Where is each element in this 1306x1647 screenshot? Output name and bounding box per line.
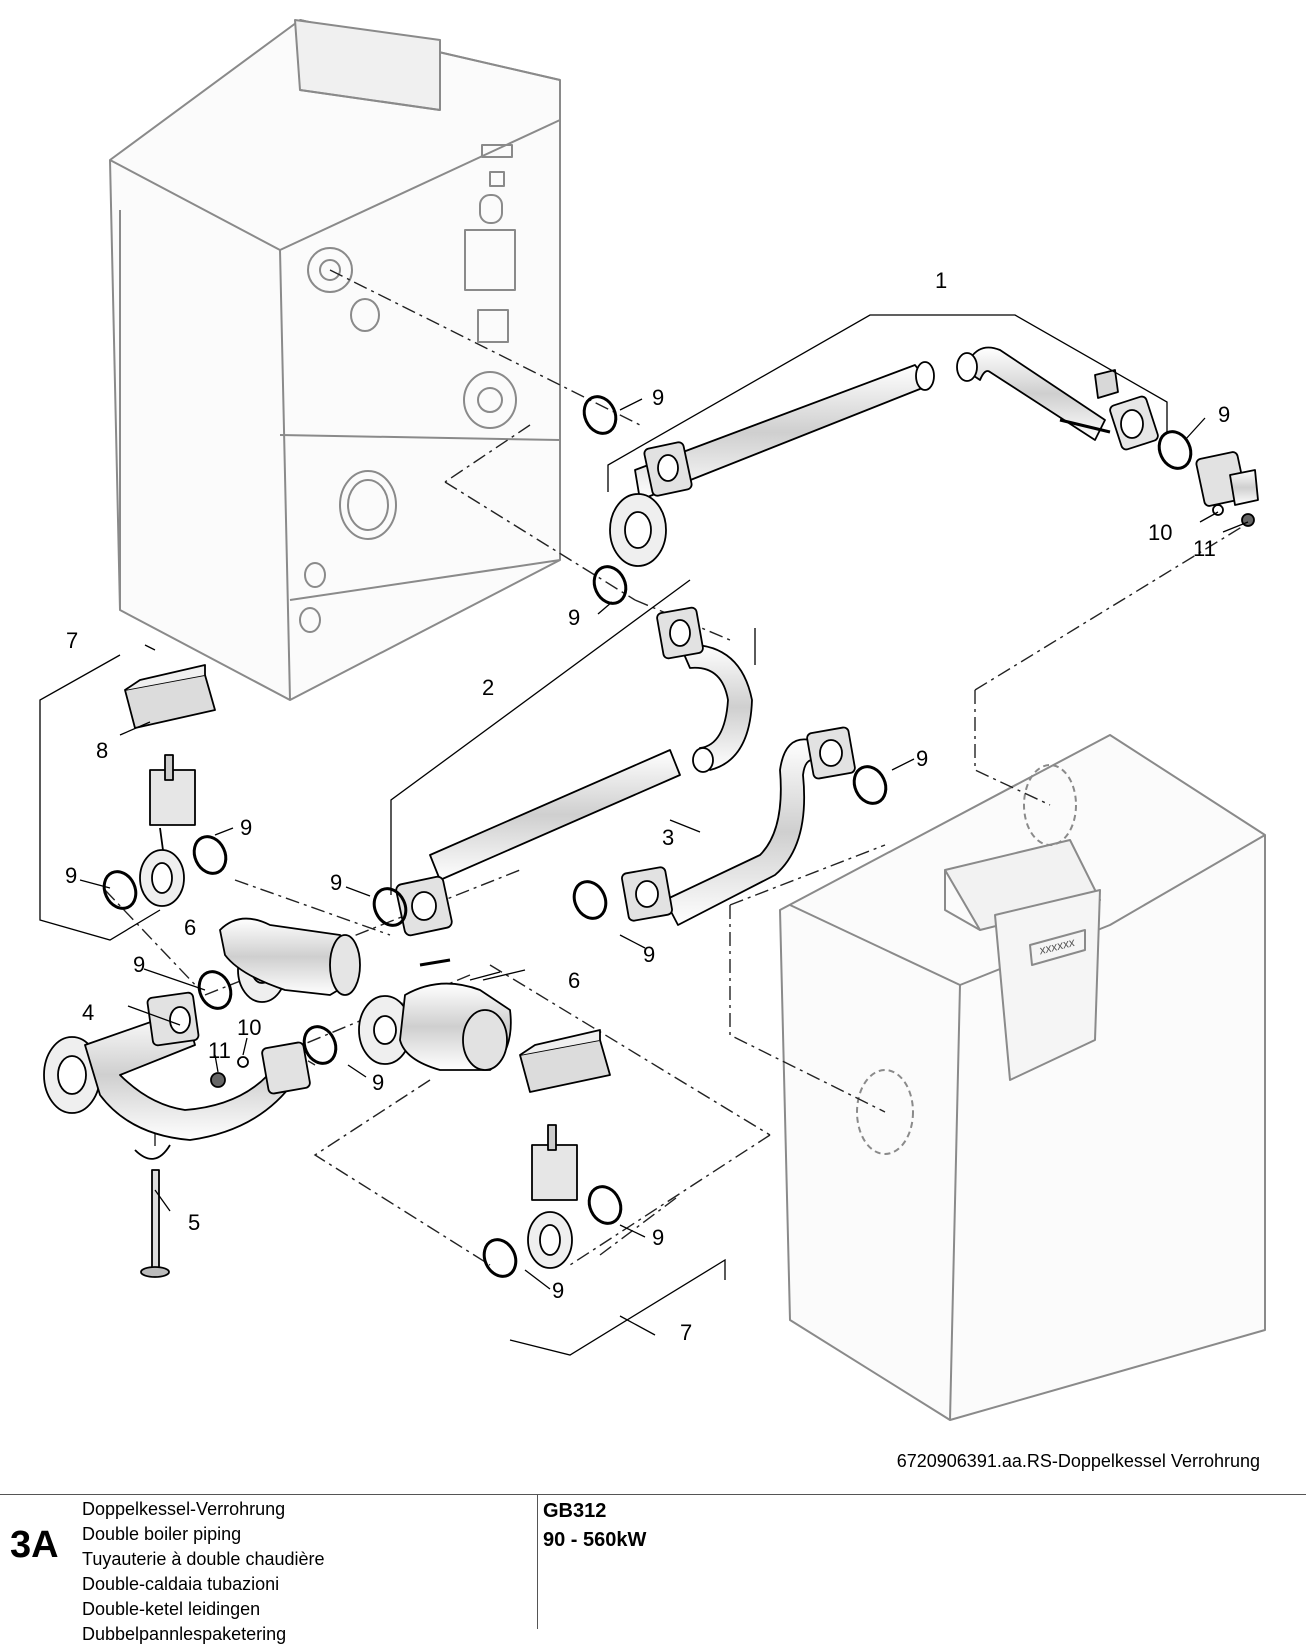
title-sv: Dubbelpannlespaketering (82, 1624, 287, 1644)
pipe-set-1 (609, 346, 1259, 567)
pipe-4-and-stand-5 (43, 991, 311, 1278)
callout-9-6: 9 (65, 863, 77, 888)
right-boiler: xxxxxx (779, 734, 1266, 1421)
gasket-ring-10 (587, 1185, 623, 1225)
gasket-ring-7 (572, 880, 608, 920)
callout-11-left: 11 (208, 1038, 231, 1063)
callout-9-9: 9 (133, 952, 145, 977)
callout-9-8: 9 (643, 942, 655, 967)
callout-3: 3 (662, 825, 674, 850)
callout-4: 4 (82, 1000, 94, 1025)
title-it: Double-caldaia tubazioni (82, 1574, 280, 1594)
sheet-number: 3A (10, 1524, 59, 1566)
gasket-ring-2 (592, 565, 628, 605)
callout-8: 8 (96, 738, 108, 763)
callout-6-lower: 6 (568, 968, 580, 993)
left-boiler (109, 19, 561, 701)
callout-9-11: 9 (652, 1225, 664, 1250)
callout-9-1: 9 (652, 385, 664, 410)
pipe-set-3 (621, 726, 856, 926)
gasket-ring-9 (302, 1025, 338, 1065)
callout-2: 2 (482, 675, 494, 700)
callout-7-left: 7 (66, 628, 78, 653)
callout-9-3: 9 (568, 605, 580, 630)
callout-11-right: 11 (1193, 536, 1216, 561)
exploded-piping-diagram: xxxxxx (39, 19, 1266, 1421)
leader-lines (39, 314, 1249, 1356)
title-en: Double boiler piping (82, 1524, 242, 1544)
callout-9-2: 9 (1218, 402, 1230, 427)
callout-6-upper: 6 (184, 915, 196, 940)
title-fr: Tuyauterie à double chaudière (82, 1549, 325, 1569)
footer-divider-vertical (537, 1494, 538, 1629)
model-range: 90 - 560kW (543, 1529, 647, 1551)
gasket-ring-6 (372, 887, 408, 927)
model-name: GB312 (543, 1500, 607, 1522)
title-block: Doppelkessel-Verrohrung Double boiler pi… (82, 1497, 325, 1647)
callout-10-right: 10 (1148, 520, 1172, 545)
callout-labels: 1 2 3 4 5 6 6 7 7 8 10 10 11 11 (66, 268, 1216, 1345)
callout-9-5: 9 (240, 815, 252, 840)
gasket-ring-4 (192, 835, 228, 875)
gasket-ring-11 (482, 1238, 518, 1278)
callout-9-12: 9 (552, 1278, 564, 1303)
callout-10-left: 10 (237, 1015, 261, 1040)
callout-5: 5 (188, 1210, 200, 1235)
gasket-ring-1 (582, 395, 618, 435)
footer-divider-horizontal (0, 1494, 1306, 1495)
callout-1: 1 (935, 268, 947, 293)
callout-9-labels: 9 9 9 9 9 9 9 9 9 9 9 9 (65, 385, 1230, 1303)
title-nl: Double-ketel leidingen (82, 1599, 261, 1619)
callout-9-10: 9 (372, 1070, 384, 1095)
gasket-ring-3 (852, 765, 888, 805)
model-block: GB312 90 - 560kW (543, 1497, 646, 1555)
drawing-reference: 6720906391.aa.RS-Doppelkessel Verrohrung (896, 1451, 1260, 1471)
gasket-ring-8 (197, 970, 233, 1010)
gasket-ring-5 (102, 870, 138, 910)
callout-9-7: 9 (330, 870, 342, 895)
pipe-set-2 (395, 606, 753, 937)
callout-9-4: 9 (916, 746, 928, 771)
pumps-6 (219, 917, 512, 1071)
callout-7-bottom: 7 (680, 1320, 692, 1345)
valve-assemblies-7 (124, 664, 611, 1269)
gasket-ring-12 (1157, 430, 1193, 470)
title-de: Doppelkessel-Verrohrung (82, 1499, 286, 1519)
gaskets-9 (102, 395, 1193, 1278)
